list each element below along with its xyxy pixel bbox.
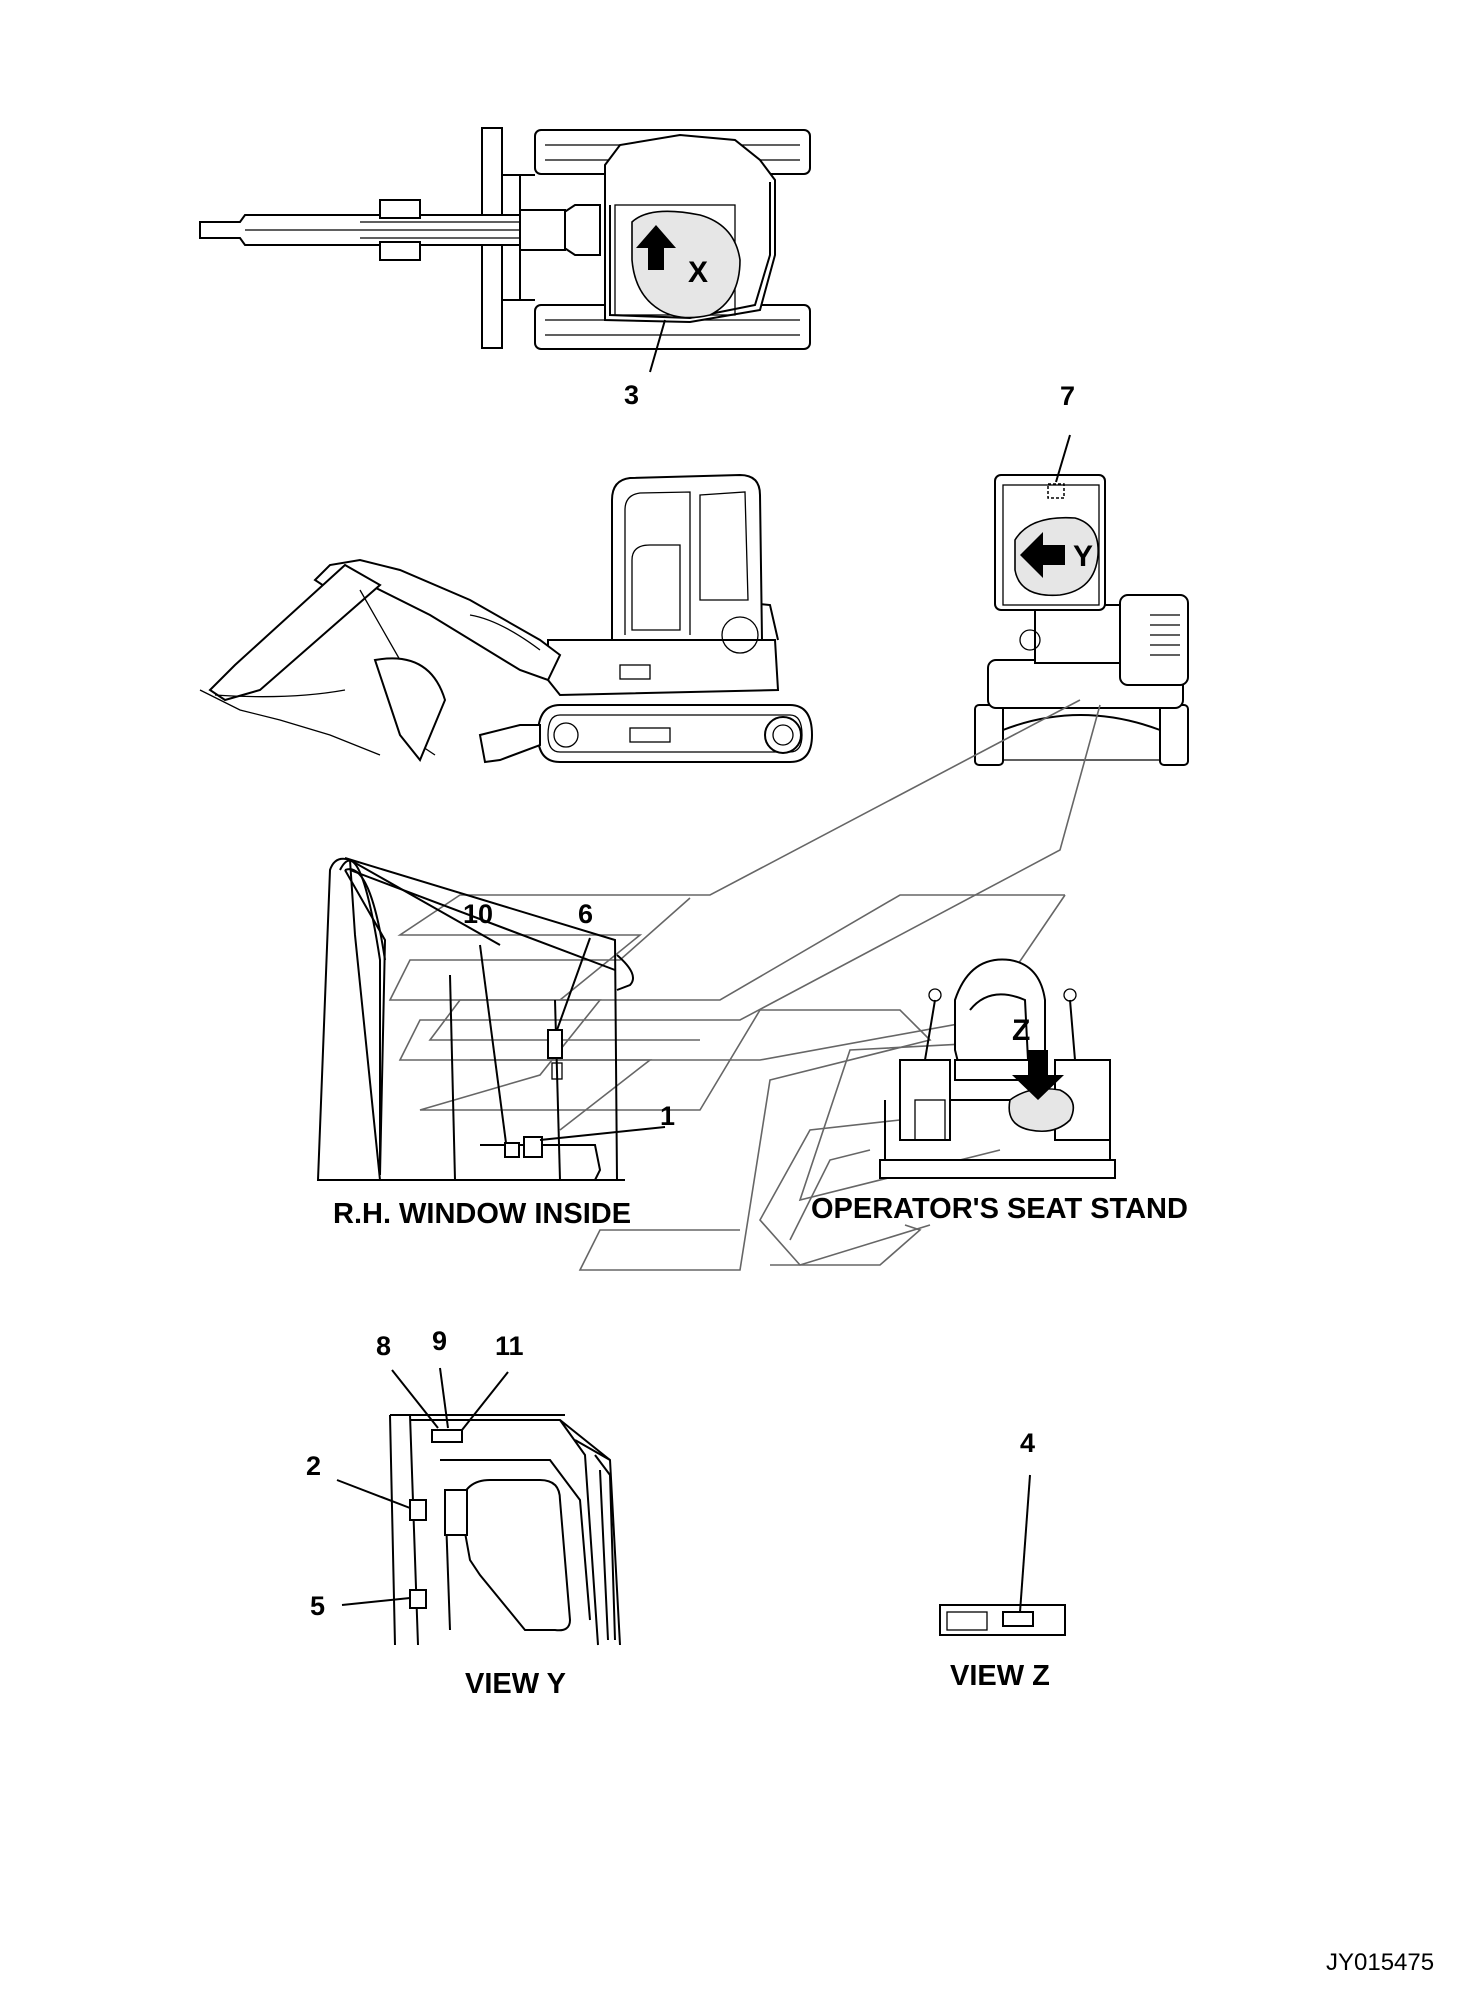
view-y-arrow-icon: [1020, 532, 1065, 578]
callout-11: 11: [495, 1331, 524, 1361]
callout-9: 9: [432, 1326, 447, 1356]
excavator-rear-view: Y 7: [974, 381, 1189, 766]
track-side: [536, 704, 814, 763]
callout-10: 10: [463, 899, 493, 929]
operators-seat-stand-view: Z OPERATOR'S SEAT STAND: [811, 958, 1188, 1225]
caption-operators-seat-stand: OPERATOR'S SEAT STAND: [811, 1193, 1188, 1225]
view-letter-z: Z: [1012, 1014, 1030, 1047]
caption-view-y: VIEW Y: [465, 1668, 566, 1700]
view-z-detail: 4 VIEW Z: [939, 1428, 1066, 1692]
cab-side: [611, 473, 764, 641]
label-6-patch: [547, 1029, 563, 1059]
seat-backrest: [954, 958, 1046, 1077]
callout-8: 8: [376, 1331, 391, 1361]
excavator-top-view: X 3: [199, 127, 811, 410]
callout-6: 6: [578, 899, 593, 929]
cab-door-window: [458, 1479, 572, 1632]
view-letter-y: Y: [1073, 540, 1093, 573]
bucket-side: [373, 657, 447, 762]
blade-side: [478, 724, 541, 764]
boom-side: [313, 558, 562, 682]
callout-3: 3: [624, 380, 639, 410]
view-y-detail: 8 9 11 2 5 VIEW Y: [306, 1326, 621, 1700]
drawing-number: JY015475: [1326, 1949, 1434, 1976]
label-10-patch: [504, 1142, 520, 1158]
label-2-patch: [409, 1499, 427, 1521]
label-4-patch: [1002, 1611, 1034, 1627]
caption-view-z: VIEW Z: [950, 1660, 1050, 1692]
caption-rh-window-inside: R.H. WINDOW INSIDE: [333, 1198, 631, 1230]
view-letter-x: X: [688, 256, 708, 289]
callout-4: 4: [1020, 1428, 1035, 1458]
upper-body-side: [547, 639, 780, 697]
view-x-arrow-icon: [636, 225, 676, 270]
view-z-arrow-icon: [1012, 1050, 1064, 1100]
callout-7: 7: [1060, 381, 1075, 411]
label-5-patch: [409, 1589, 427, 1609]
excavator-side-view: [199, 473, 814, 764]
callout-1: 1: [660, 1101, 675, 1131]
callout-2: 2: [306, 1451, 321, 1481]
label-8-9-patch: [431, 1429, 463, 1443]
label-7-marker: [1047, 483, 1065, 499]
label-1-patch: [523, 1136, 543, 1158]
arm-side: [208, 563, 382, 702]
rh-window-inside-view: 10 6 1 R.H. WINDOW INSIDE: [316, 857, 675, 1230]
seat-stand-base: [879, 1159, 1116, 1179]
callout-5: 5: [310, 1591, 325, 1621]
